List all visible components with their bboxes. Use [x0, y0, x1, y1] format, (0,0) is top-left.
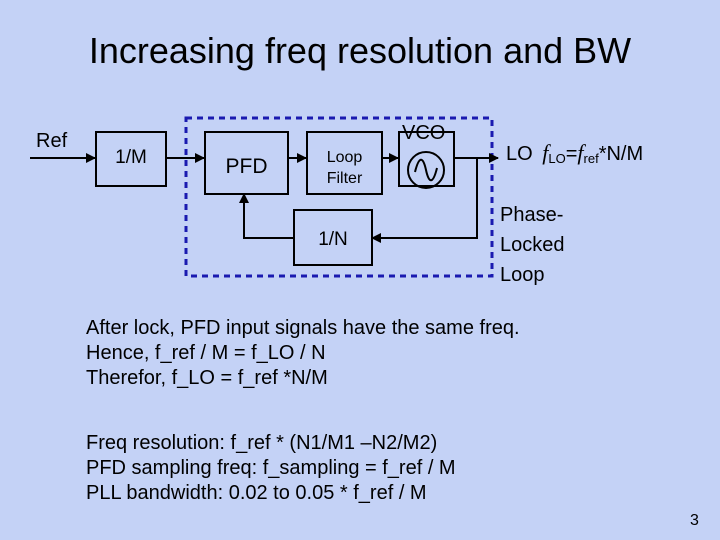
- feedback-to-divn-wire: [371, 158, 478, 243]
- pll-label-line1: Phase-: [500, 204, 564, 226]
- text-line: PLL bandwidth: 0.02 to 0.05 * f_ref / M: [86, 482, 427, 504]
- lo-label: LO: [506, 143, 533, 165]
- pll-parameters: Freq resolution: f_ref * (N1/M1 –N2/M2) …: [86, 431, 456, 506]
- pfd-block: [204, 131, 289, 195]
- pll-label-line2: Locked: [500, 234, 565, 256]
- lo-output-label: LO fLO=fref*N/M: [506, 140, 643, 166]
- loop-filter-label-line1: Loop: [326, 149, 363, 166]
- lo-formula: fLO=fref*N/M: [542, 140, 644, 166]
- divider-n-block: [293, 209, 373, 266]
- text-line: Freq resolution: f_ref * (N1/M1 –N2/M2): [86, 432, 438, 454]
- vco-label: VCO: [402, 122, 446, 144]
- divider-m-block: [95, 131, 167, 187]
- sine-wave-icon: [414, 158, 438, 182]
- slide-title: Increasing freq resolution and BW: [88, 30, 632, 71]
- ref-label: Ref: [36, 130, 68, 152]
- pll-label-line3: Loop: [500, 264, 545, 286]
- page-number: 3: [690, 512, 699, 529]
- text-line: PFD sampling freq: f_sampling = f_ref / …: [86, 457, 456, 479]
- divn-to-pfd-wire: [239, 193, 294, 239]
- pfd-label: PFD: [225, 155, 268, 178]
- oscillator-icon: [407, 151, 445, 189]
- vco-block: [398, 131, 455, 187]
- loop-filter-label-line2: Filter: [326, 170, 363, 187]
- text-line: Hence, f_ref / M = f_LO / N: [86, 342, 326, 364]
- text-line: Therefor, f_LO = f_ref *N/M: [86, 367, 328, 389]
- pll-boundary: [184, 116, 494, 278]
- lock-explanation: After lock, PFD input signals have the s…: [86, 316, 520, 391]
- text-line: After lock, PFD input signals have the s…: [86, 317, 520, 339]
- loop-filter-block: [306, 131, 383, 195]
- loop-filter-label: Loop Filter: [307, 147, 382, 189]
- divider-n-label: 1/N: [318, 229, 348, 250]
- divider-m-label: 1/M: [115, 147, 147, 168]
- pll-label: Phase- Locked Loop: [500, 200, 565, 290]
- pll-block-diagram: [30, 116, 499, 278]
